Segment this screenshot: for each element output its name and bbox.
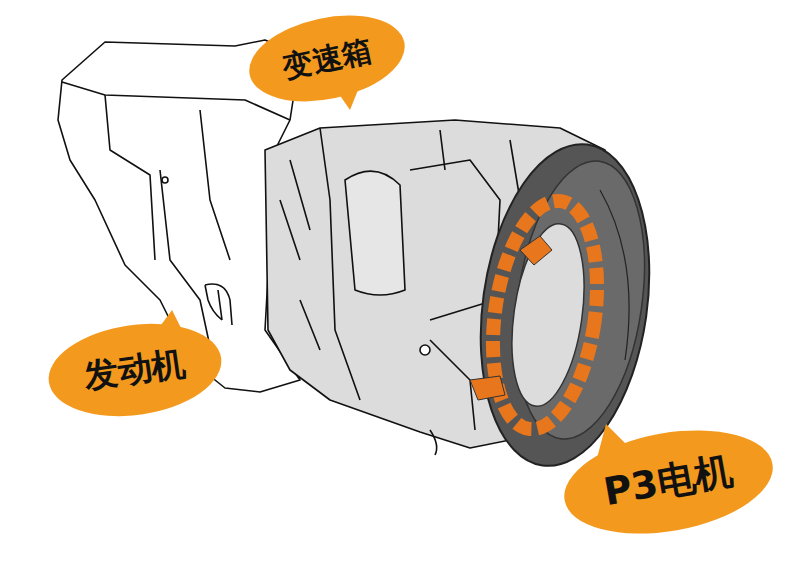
transmission-line	[430, 340, 475, 430]
engine-pipe	[205, 284, 232, 325]
motor-stator	[479, 194, 610, 436]
engine-line	[62, 82, 290, 120]
part-label: 发动机	[82, 344, 188, 395]
motor-line	[600, 190, 629, 360]
p3-motor	[461, 133, 668, 477]
transmission-line	[345, 171, 405, 295]
transmission-bolt	[420, 345, 430, 355]
part-label: P3电机	[600, 450, 736, 514]
engine-bolt	[162, 177, 168, 183]
motor-rotor	[502, 219, 595, 411]
motor-housing	[461, 133, 668, 477]
motor-coil	[470, 376, 505, 400]
engine-line	[200, 110, 230, 260]
transmission-line	[280, 160, 320, 350]
motor-coil	[520, 236, 552, 265]
transmission-line	[430, 430, 437, 455]
part-label: 变速箱	[280, 33, 375, 84]
engine-line	[105, 95, 155, 260]
motor-face	[499, 153, 661, 448]
